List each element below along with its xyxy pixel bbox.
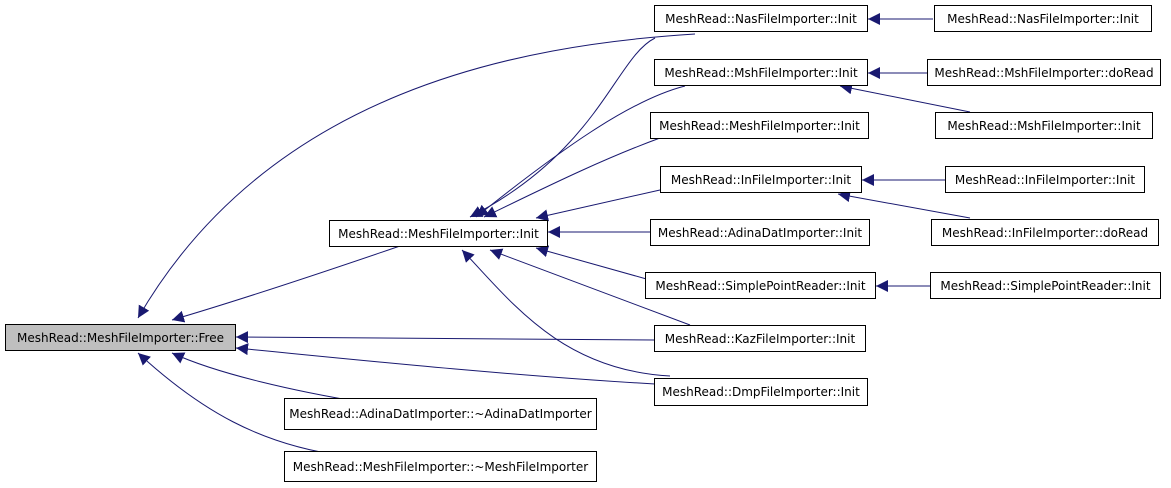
node-nas-init-caller[interactable]: MeshRead::NasFileImporter::Init <box>934 5 1152 32</box>
node-meshfile-init-main[interactable]: MeshRead::MeshFileImporter::Init <box>329 220 548 247</box>
node-free[interactable]: MeshRead::MeshFileImporter::Free <box>5 324 236 351</box>
node-adinadat-init[interactable]: MeshRead::AdinaDatImporter::Init <box>650 219 870 246</box>
edge-meshdestr-to-free <box>137 352 346 457</box>
node-simplepoint-init[interactable]: MeshRead::SimplePointReader::Init <box>645 272 876 299</box>
node-adinadat-destructor[interactable]: MeshRead::AdinaDatImporter::~AdinaDatImp… <box>284 398 597 430</box>
node-msh-doread[interactable]: MeshRead::MshFileImporter::doRead <box>927 59 1161 86</box>
edge-dmp-to-free <box>235 343 656 385</box>
edge-mshcaller-to-msh <box>839 82 971 113</box>
edge-simple-to-meshinit <box>535 245 651 281</box>
node-meshfile-init-leaf[interactable]: MeshRead::MeshFileImporter::Init <box>650 112 869 139</box>
node-in-init[interactable]: MeshRead::InFileImporter::Init <box>660 166 862 193</box>
node-simplepoint-init-caller[interactable]: MeshRead::SimplePointReader::Init <box>930 272 1161 299</box>
edge-indoread-to-in <box>837 190 971 219</box>
node-meshfile-destructor[interactable]: MeshRead::MeshFileImporter::~MeshFileImp… <box>284 451 597 482</box>
edge-nas-to-free <box>137 33 696 319</box>
node-msh-init[interactable]: MeshRead::MshFileImporter::Init <box>654 59 868 86</box>
node-kaz-init[interactable]: MeshRead::KazFileImporter::Init <box>654 325 866 352</box>
node-msh-init-caller[interactable]: MeshRead::MshFileImporter::Init <box>935 112 1153 139</box>
node-nas-init[interactable]: MeshRead::NasFileImporter::Init <box>654 5 868 32</box>
node-dmp-init[interactable]: MeshRead::DmpFileImporter::Init <box>654 378 868 406</box>
edge-kaz-to-meshinit <box>489 248 691 326</box>
edge-dmp-to-meshinit <box>461 249 671 377</box>
edge-kaz-to-free <box>235 331 656 344</box>
node-in-init-caller[interactable]: MeshRead::InFileImporter::Init <box>945 166 1145 193</box>
edge-adinadestr-to-free <box>171 352 361 403</box>
edge-nas-to-meshinit <box>469 37 656 218</box>
edge-meshleaf-to-meshinit <box>483 137 661 218</box>
edge-in-to-meshinit <box>535 189 661 222</box>
edge-meshinit-to-free <box>171 245 401 323</box>
edge-msh-to-meshinit <box>475 85 686 218</box>
node-in-doread[interactable]: MeshRead::InFileImporter::doRead <box>931 219 1159 246</box>
